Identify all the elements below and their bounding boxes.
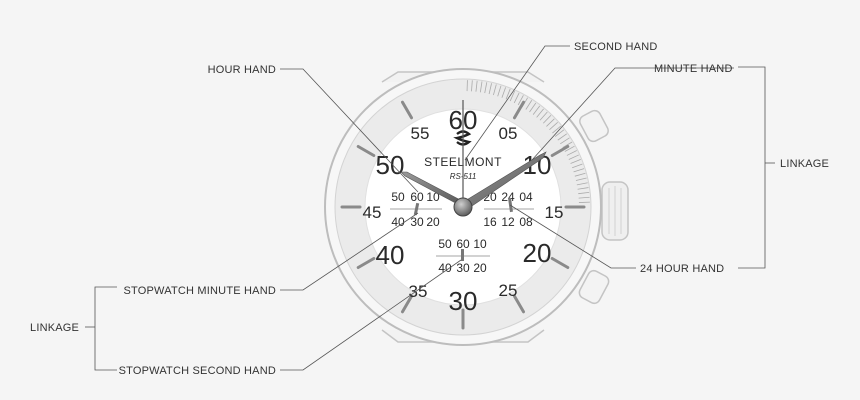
subdial-right-top-r: 04 xyxy=(519,190,533,204)
hour-index-marker xyxy=(550,257,570,269)
hour-index-marker xyxy=(401,100,413,120)
bezel-tick xyxy=(475,80,478,92)
dial-number-55: 55 xyxy=(411,124,430,143)
hour-index-marker xyxy=(513,294,525,314)
hour-index-marker xyxy=(513,100,525,120)
brand-logo-icon xyxy=(453,130,472,146)
hour-index-marker xyxy=(401,294,413,314)
dial-numbers: 60 05 10 15 20 25 30 35 40 45 50 55 xyxy=(363,105,564,316)
callout-labels: HOUR HAND SECOND HAND MINUTE HAND LINKAG… xyxy=(30,41,829,377)
subdial-bottom-top-r: 10 xyxy=(473,237,487,251)
label-stopwatch-second-hand: STOPWATCH SECOND HAND xyxy=(119,365,276,377)
bezel-tick xyxy=(536,108,544,118)
dial-number-15: 15 xyxy=(545,203,564,222)
bezel-tick xyxy=(493,84,497,96)
bezel-tick xyxy=(575,177,587,181)
bezel-tick xyxy=(501,87,506,98)
subdial-left-bot-l: 40 xyxy=(391,215,405,229)
subdial-bottom: 50 60 10 40 30 20 xyxy=(436,237,490,275)
bezel-tick xyxy=(542,115,552,124)
bezel-tick xyxy=(574,172,586,177)
subdial-right-top-m: 24 xyxy=(501,190,515,204)
subdial-right-bot-r: 08 xyxy=(519,215,533,229)
bezel-tick xyxy=(539,111,548,121)
watch-hands xyxy=(400,100,547,217)
bezel-tick xyxy=(562,141,573,148)
bezel-tick xyxy=(479,81,483,93)
bezel-tick xyxy=(568,154,580,160)
hour-index-marker xyxy=(356,145,376,157)
bezel-tick xyxy=(497,85,502,97)
crown xyxy=(601,181,629,241)
bezel-tick xyxy=(509,90,516,102)
bezel-indices xyxy=(340,100,586,330)
subdial-right-bot-l: 16 xyxy=(483,215,497,229)
bezel-tick xyxy=(549,122,558,130)
leader-lines xyxy=(85,45,775,371)
bezel-tick xyxy=(552,125,562,134)
label-linkage-left: LINKAGE xyxy=(30,322,79,334)
bezel-tick xyxy=(532,105,541,115)
dial-number-45: 45 xyxy=(363,203,382,222)
label-minute-hand: MINUTE HAND xyxy=(654,63,733,75)
bezel-tick xyxy=(560,137,570,145)
subdial-bottom-top-m: 60 xyxy=(456,237,470,251)
subdial-bottom-bot-l: 40 xyxy=(438,261,452,275)
bezel-tick xyxy=(570,159,581,164)
bezel-tick xyxy=(564,145,575,152)
subdial-left: 50 60 10 40 30 20 xyxy=(390,190,442,229)
center-hub xyxy=(453,197,473,217)
dial-number-20: 20 xyxy=(523,238,552,268)
pusher-top xyxy=(579,109,609,143)
label-stopwatch-minute-hand: STOPWATCH MINUTE HAND xyxy=(124,285,277,297)
label-linkage-right: LINKAGE xyxy=(780,158,829,170)
bezel-tick xyxy=(484,82,488,94)
hour-index-marker xyxy=(550,145,570,157)
label-24-hour-hand: 24 HOUR HAND xyxy=(640,263,724,275)
bezel-tick xyxy=(505,88,511,100)
label-second-hand: SECOND HAND xyxy=(574,41,658,53)
pusher-bottom xyxy=(578,269,610,305)
bezel-tick xyxy=(488,83,492,95)
dial-number-50: 50 xyxy=(376,150,405,180)
bezel-tick xyxy=(572,163,583,169)
dial-number-40: 40 xyxy=(376,240,405,270)
subdial-left-top-l: 50 xyxy=(391,190,405,204)
bezel-tick xyxy=(471,80,473,92)
dial-number-30: 30 xyxy=(449,286,478,316)
bezel-tick xyxy=(578,192,590,195)
subdial-bottom-bot-r: 20 xyxy=(473,261,487,275)
bezel-tick xyxy=(546,118,555,127)
dial-number-05: 05 xyxy=(499,124,518,143)
subdial-left-bot-m: 30 xyxy=(410,215,424,229)
bezel-tick xyxy=(566,150,577,156)
label-hour-hand: HOUR HAND xyxy=(208,64,276,76)
bezel-tick xyxy=(513,92,520,104)
bezel-tick xyxy=(578,196,590,199)
bezel-tick xyxy=(576,182,588,186)
hour-index-marker xyxy=(356,257,376,269)
dial-number-25: 25 xyxy=(499,281,518,300)
subdial-left-top-m: 60 xyxy=(410,190,424,204)
bezel-tick xyxy=(525,100,533,110)
subdial-left-top-r: 10 xyxy=(426,190,440,204)
bezel-tick xyxy=(577,187,589,190)
subdial-bottom-top-l: 50 xyxy=(438,237,452,251)
bezel-tick xyxy=(557,133,568,141)
bezel-tick-marks xyxy=(466,80,590,203)
bezel-tick xyxy=(529,102,537,113)
subdial-left-bot-r: 20 xyxy=(426,215,440,229)
bezel-tick xyxy=(554,129,565,137)
bezel-tick xyxy=(573,168,585,173)
subdial-bottom-bot-m: 30 xyxy=(456,261,470,275)
bezel-tick xyxy=(517,95,524,106)
subdial-right-bot-m: 12 xyxy=(501,215,515,229)
